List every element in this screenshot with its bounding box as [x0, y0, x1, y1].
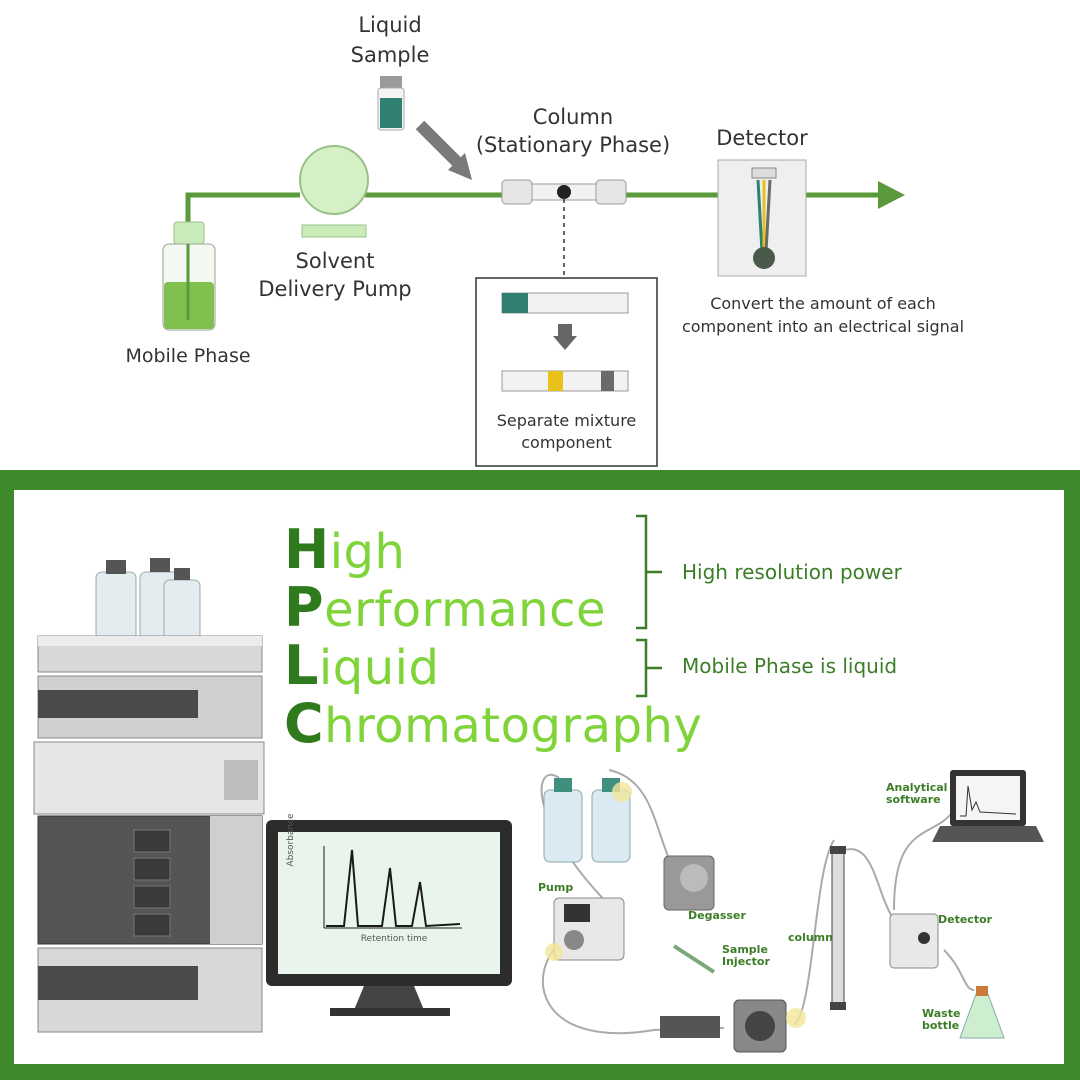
mobile-phase-bottle-icon	[162, 221, 216, 331]
hplc-info-panel: High Performance Liquid Chromatography H…	[0, 470, 1080, 1080]
bracket-note-resolution: High resolution power	[682, 560, 902, 584]
hplc-instruments-illustration	[33, 514, 1044, 1053]
acronym-high: High	[284, 518, 406, 581]
solvent-pump-icon	[299, 145, 369, 238]
mobile-phase-label: Mobile Phase	[125, 345, 251, 367]
hplc-system-schematic	[540, 769, 1044, 1053]
sample-vial-icon	[377, 76, 405, 131]
chromatogram-graph	[323, 846, 462, 929]
info-panel-inner: High Performance Liquid Chromatography H…	[14, 490, 1064, 1064]
bracket-2	[636, 638, 662, 698]
label-detector: Detector	[938, 913, 993, 926]
chromatogram-y-label: Absorbance	[286, 813, 296, 867]
label-pump: Pump	[538, 881, 574, 894]
flow-arrow-head	[878, 181, 905, 209]
hplc-flow-diagram	[162, 76, 905, 467]
hplc-instrument-stack-icon	[33, 558, 265, 1033]
label-degasser: Degasser	[688, 909, 746, 922]
acronym-performance: Performance	[284, 576, 607, 639]
column-icon	[501, 179, 627, 205]
monitor-icon	[266, 820, 512, 1016]
acronym-chromatography: Chromatography	[284, 692, 703, 755]
detector-label: Detector	[716, 126, 808, 150]
acronym-liquid: Liquid	[284, 634, 440, 697]
detector-icon	[717, 159, 807, 277]
column-label: Column(Stationary Phase)	[475, 105, 671, 157]
label-column: column	[788, 931, 833, 944]
chromatogram-x-label: Retention time	[360, 934, 428, 944]
bracket-1	[636, 514, 662, 630]
sample-arrow	[415, 120, 465, 170]
bracket-note-mobile-phase: Mobile Phase is liquid	[682, 654, 898, 678]
flow-line	[185, 192, 300, 232]
